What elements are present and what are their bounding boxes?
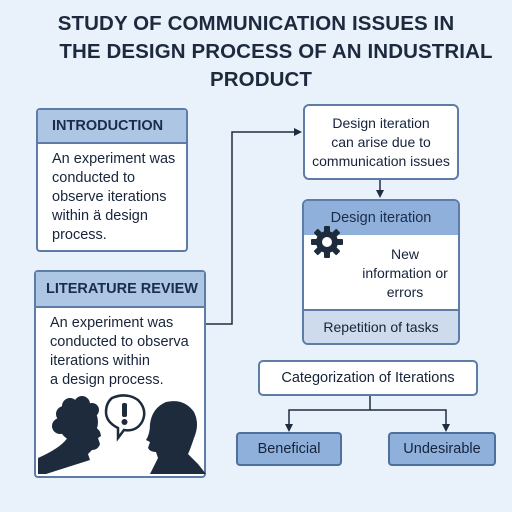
categorization-box: Categorization of Iterations (258, 360, 478, 396)
introduction-heading-text: INTRODUCTION (52, 118, 164, 134)
arrow-to-undesirable (370, 409, 450, 432)
literature-review-card: LITERATURE REVIEW An experiment was cond… (34, 270, 206, 478)
introduction-line: conducted to (52, 170, 136, 186)
repetition-text: Repetition of tasks (323, 319, 439, 335)
introduction-body: An experiment was conducted to observe i… (38, 144, 186, 245)
page-title: STUDY OF COMMUNICATION ISSUES IN THE DES… (0, 10, 512, 94)
exclamation-icon (104, 394, 146, 442)
undesirable-box: Undesirable (388, 432, 496, 466)
design-iteration-card: Design iteration New information or erro… (302, 199, 460, 345)
people-talking-icon (38, 394, 206, 474)
beneficial-box: Beneficial (236, 432, 342, 466)
introduction-card: INTRODUCTION An experiment was conducted… (36, 108, 188, 252)
introduction-heading: INTRODUCTION (38, 110, 186, 144)
title-line-2: THE DESIGN PROCESS OF AN INDUSTRIAL (59, 40, 493, 63)
step1-line: communication issues (312, 152, 450, 169)
iteration-cause-line: New (390, 246, 419, 262)
introduction-line: observe iterations (52, 189, 167, 205)
iteration-cause-text: New information or errors (350, 245, 458, 302)
arrow-literature-to-step1 (205, 128, 302, 325)
repetition-band: Repetition of tasks (304, 309, 458, 343)
undesirable-label: Undesirable (403, 441, 481, 457)
literature-line: iterations within (50, 353, 150, 369)
step1-line: Design iteration (332, 114, 430, 131)
title-line-1: STUDY OF COMMUNICATION ISSUES IN (57, 12, 455, 35)
categorization-label: Categorization of Iterations (281, 369, 455, 386)
step1-line: can arise due to (331, 133, 431, 150)
literature-line: An experiment was (50, 315, 174, 331)
introduction-line: process. (52, 227, 107, 243)
gear-icon (311, 226, 343, 258)
literature-line: a design process. (50, 372, 164, 388)
beneficial-label: Beneficial (257, 441, 321, 457)
literature-review-body: An experiment was conducted to observa i… (36, 308, 204, 390)
iteration-cause-line: errors (386, 284, 424, 300)
literature-review-heading-text: LITERATURE REVIEW (46, 281, 198, 297)
literature-line: conducted to observa (50, 334, 189, 350)
arrow-to-beneficial (285, 396, 371, 432)
communication-issues-box: Design iteration can arise due to commun… (303, 104, 459, 180)
introduction-line: An experiment was (52, 151, 176, 167)
design-iteration-heading-text: Design iteration (330, 210, 432, 226)
literature-review-heading: LITERATURE REVIEW (36, 272, 204, 308)
introduction-line: within ä design (52, 208, 148, 224)
iteration-cause-line: information or (362, 265, 448, 281)
title-line-3: PRODUCT (209, 68, 313, 91)
